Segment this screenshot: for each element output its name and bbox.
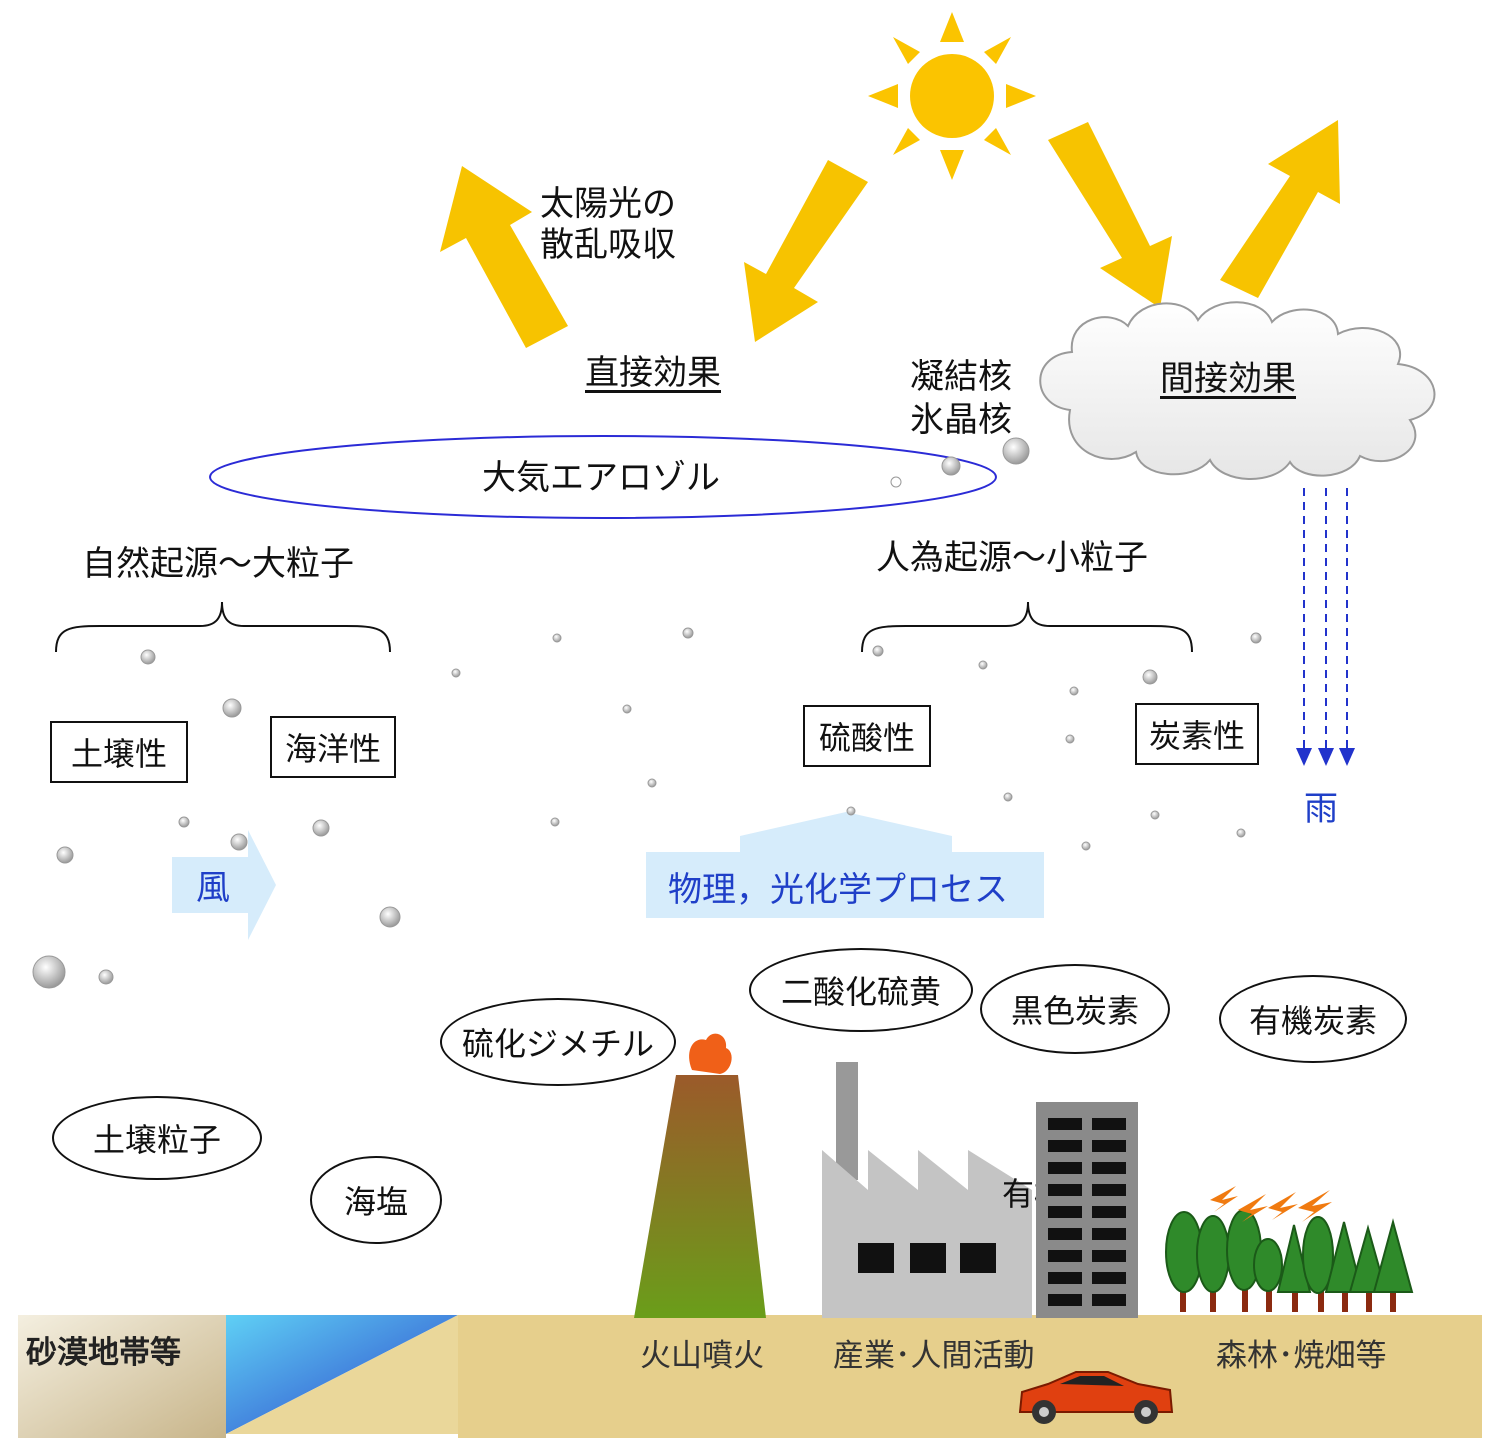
industry-label: 産業･人間活動	[833, 1341, 1035, 1372]
organic-carbon-label: 有機炭素	[1249, 996, 1377, 1042]
natural-brace	[56, 602, 390, 652]
building-window	[1092, 1250, 1126, 1262]
soil-particles-oval: 土壌粒子	[52, 1096, 262, 1180]
particle	[1003, 438, 1029, 464]
building-window	[1048, 1140, 1082, 1152]
organic-carbon-oval: 有機炭素	[1219, 975, 1407, 1063]
indirect-effect-label: 間接効果	[1160, 362, 1296, 396]
rain-label: 雨	[1304, 792, 1338, 826]
building-window	[1092, 1140, 1126, 1152]
building-window	[1048, 1228, 1082, 1240]
building-window	[1048, 1118, 1082, 1130]
marine-category-label: 海洋性	[285, 724, 381, 770]
building-window	[1092, 1206, 1126, 1218]
carbon-category-label: 炭素性	[1149, 711, 1245, 757]
reflected-arrow	[1220, 120, 1340, 298]
carbon-category-box: 炭素性	[1135, 703, 1259, 765]
scatter-absorb-label-1: 太陽光の	[540, 187, 676, 221]
sea-salt-label: 海塩	[344, 1177, 408, 1223]
direct-effect-label: 直接効果	[585, 356, 721, 390]
particle	[891, 477, 901, 487]
building-window	[1048, 1294, 1082, 1306]
dms-label: 硫化ジメチル	[462, 1019, 654, 1065]
nuclei-label-1: 凝結核	[910, 360, 1012, 394]
building-window	[1092, 1272, 1126, 1284]
process-label: 物理，光化学プロセス	[668, 873, 1008, 907]
building-window	[1092, 1184, 1126, 1196]
wind-label: 風	[196, 871, 230, 905]
desert-ground	[18, 1315, 226, 1438]
sea-salt-oval: 海塩	[310, 1156, 442, 1244]
black-carbon-oval: 黒色炭素	[980, 964, 1170, 1054]
dms-oval: 硫化ジメチル	[440, 998, 676, 1086]
so2-label: 二酸化硫黄	[781, 967, 941, 1013]
building-window	[1048, 1206, 1082, 1218]
soil-category-label: 土壌性	[71, 729, 167, 775]
building-window	[1092, 1118, 1126, 1130]
marine-category-box: 海洋性	[270, 716, 396, 778]
scatter-absorb-label-2: 散乱吸収	[540, 228, 676, 262]
forest-label: 森林･焼畑等	[1216, 1341, 1387, 1372]
occluded-text: 有機	[1002, 1178, 1036, 1210]
desert-label: 砂漠地帯等	[26, 1338, 181, 1369]
volcano-icon	[634, 1034, 766, 1318]
building-window	[1092, 1294, 1126, 1306]
anthropogenic-source-label: 人為起源～小粒子	[876, 541, 1148, 575]
particle	[942, 457, 960, 475]
building-window	[1048, 1250, 1082, 1262]
incoming-arrow-right	[1048, 122, 1172, 308]
building-window	[1048, 1162, 1082, 1174]
incoming-arrow-left	[744, 160, 868, 342]
building-window	[1092, 1162, 1126, 1174]
so2-oval: 二酸化硫黄	[749, 948, 973, 1032]
sulfate-category-box: 硫酸性	[803, 705, 931, 767]
natural-source-label: 自然起源～大粒子	[82, 547, 354, 581]
building-window	[1092, 1228, 1126, 1240]
rain-arrowheads	[1296, 748, 1355, 766]
forest-icon	[1166, 1186, 1412, 1312]
building-window	[1048, 1184, 1082, 1196]
soil-category-box: 土壌性	[50, 721, 188, 783]
aerosol-particles	[33, 628, 1261, 988]
rain-arrows	[1304, 488, 1347, 752]
soil-particles-label: 土壌粒子	[93, 1115, 221, 1161]
building-window	[1048, 1272, 1082, 1284]
land-ground	[458, 1315, 1482, 1438]
factory-icon	[822, 1062, 1032, 1318]
anthropogenic-brace	[862, 602, 1192, 652]
nuclei-label-2: 氷晶核	[910, 403, 1012, 437]
sulfate-category-label: 硫酸性	[819, 713, 915, 759]
black-carbon-label: 黒色炭素	[1011, 986, 1139, 1032]
sun-icon	[868, 12, 1036, 180]
aerosol-label: 大気エアロゾル	[482, 461, 720, 495]
volcano-label: 火山噴火	[640, 1341, 764, 1372]
